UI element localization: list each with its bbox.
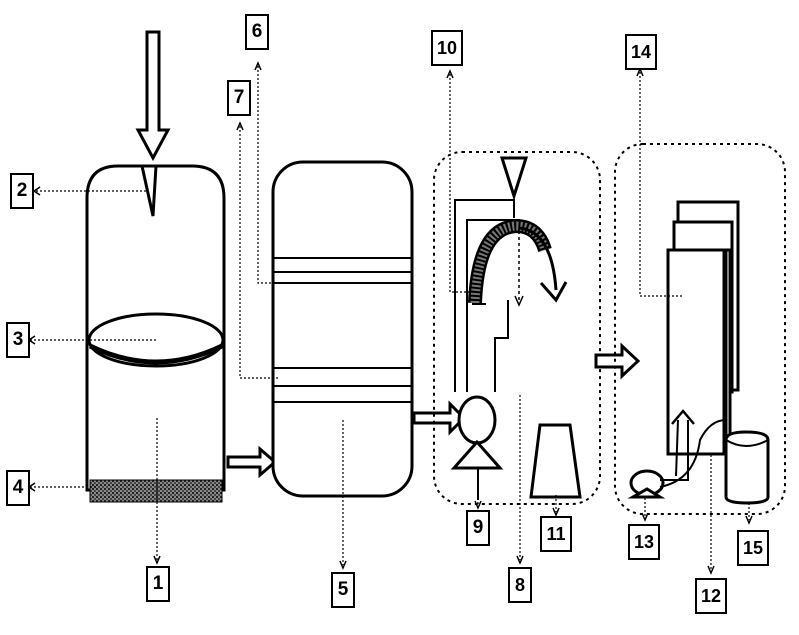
vessel-5 (271, 160, 414, 498)
flow-arrow-1-5 (226, 445, 278, 479)
label-12: 12 (695, 578, 727, 614)
feed-inlet-arrow (135, 30, 171, 162)
pump-spray-assembly (450, 156, 582, 500)
label-1: 1 (146, 566, 170, 602)
label-11: 11 (540, 516, 572, 552)
vessel-1 (85, 164, 226, 503)
flow-arrow-5-9 (412, 400, 467, 436)
label-4: 4 (6, 470, 30, 506)
label-13: 13 (628, 524, 660, 560)
label-14: 14 (625, 34, 657, 70)
dashed-unit-box-2 (614, 143, 786, 515)
label-6: 6 (245, 14, 269, 50)
label-7: 7 (227, 80, 251, 116)
flow-arrow-unit-transfer (594, 342, 641, 380)
leader-lines (30, 66, 750, 570)
label-10: 10 (431, 30, 463, 66)
label-15: 15 (737, 530, 769, 566)
label-3: 3 (6, 322, 30, 358)
label-9: 9 (466, 510, 490, 546)
label-5: 5 (331, 572, 355, 608)
dashed-unit-box-1 (433, 151, 601, 505)
label-2: 2 (10, 173, 34, 209)
label-8: 8 (508, 567, 532, 603)
collector-assembly (627, 200, 770, 505)
